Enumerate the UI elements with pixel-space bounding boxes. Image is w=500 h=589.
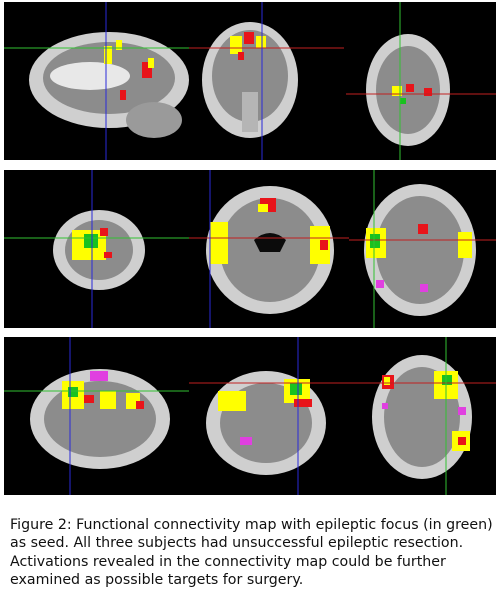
coronal-slice — [189, 337, 349, 495]
sagittal-slice — [4, 2, 189, 160]
sagittal-slice — [4, 337, 189, 495]
sagittal-slice — [4, 170, 189, 328]
brain-slices-row-3 — [4, 337, 496, 495]
figure-panel-subject-1 — [4, 2, 496, 160]
figure-panel-subject-2 — [4, 170, 496, 328]
figure-panel-subject-3 — [4, 337, 496, 495]
figure-caption: Figure 2: Functional connectivity map wi… — [10, 517, 493, 588]
brain-slices-row-1 — [4, 2, 496, 160]
brain-slices-row-2 — [4, 170, 496, 328]
coronal-slice — [189, 2, 344, 160]
coronal-slice — [189, 170, 349, 328]
axial-slice — [346, 2, 496, 160]
axial-slice — [349, 170, 496, 328]
axial-slice — [349, 337, 496, 495]
